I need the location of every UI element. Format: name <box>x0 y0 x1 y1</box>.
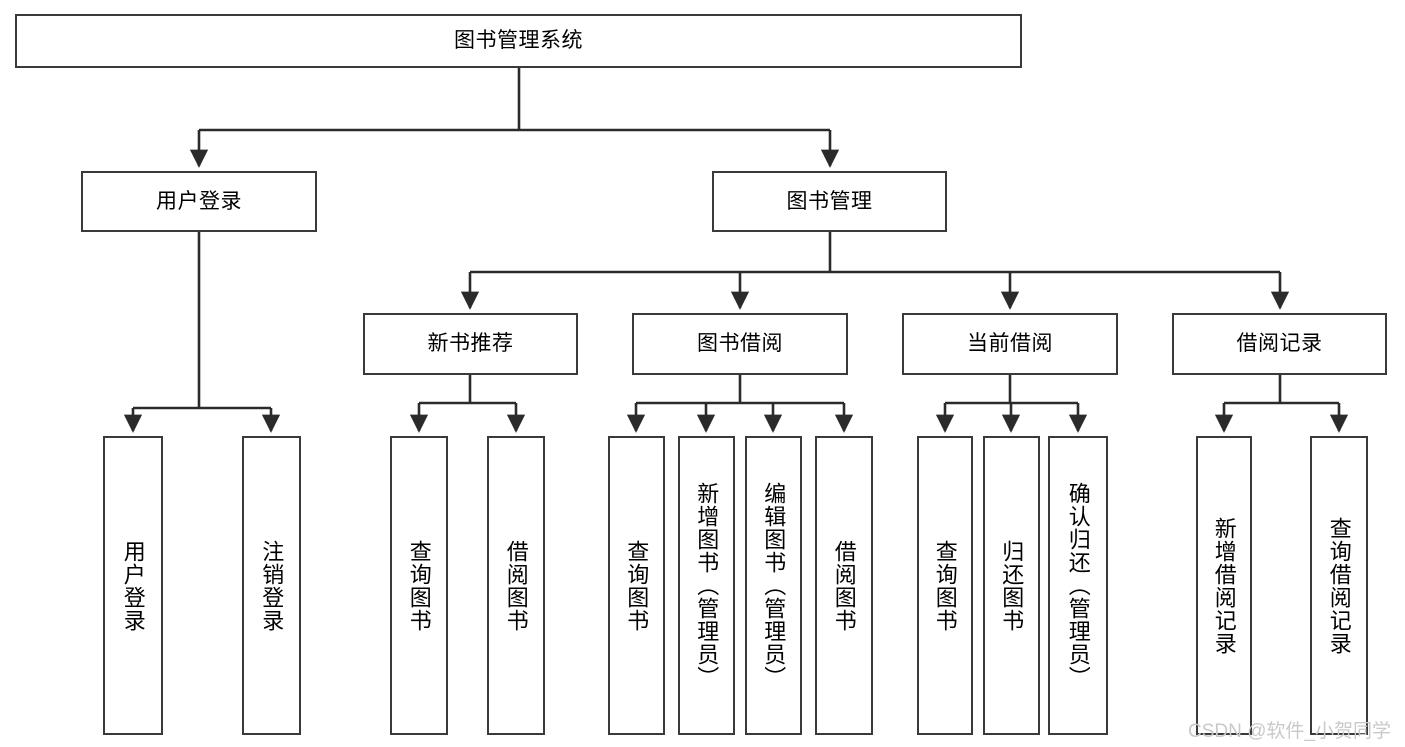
node-leaf-return-book-label: 归还图书 <box>999 539 1025 632</box>
node-root[interactable]: 图书管理系统 <box>15 14 1022 68</box>
node-leaf-query-book-borrow[interactable]: 查询图书 <box>608 436 665 735</box>
node-leaf-user-login[interactable]: 用户登录 <box>103 436 163 735</box>
node-current-borrow-label: 当前借阅 <box>967 332 1053 356</box>
node-leaf-add-record[interactable]: 新增借阅记录 <box>1196 436 1252 735</box>
node-leaf-logout[interactable]: 注销登录 <box>242 436 301 735</box>
node-leaf-confirm-return-label: 确认归还（管理员） <box>1065 482 1091 689</box>
node-leaf-query-book-rec-label: 查询图书 <box>406 539 432 632</box>
csdn-watermark: CSDN @软件_小贺同学 <box>1188 721 1391 742</box>
node-leaf-query-book-cur-label: 查询图书 <box>932 539 958 632</box>
node-borrow-record[interactable]: 借阅记录 <box>1172 313 1387 375</box>
node-leaf-add-book[interactable]: 新增图书（管理员） <box>678 436 735 735</box>
node-current-borrow[interactable]: 当前借阅 <box>902 313 1118 375</box>
node-leaf-query-book-cur[interactable]: 查询图书 <box>917 436 973 735</box>
node-leaf-borrow-book-rec[interactable]: 借阅图书 <box>487 436 545 735</box>
node-leaf-borrow-book-label: 借阅图书 <box>831 539 857 632</box>
node-leaf-borrow-book[interactable]: 借阅图书 <box>815 436 873 735</box>
node-leaf-add-book-label: 新增图书（管理员） <box>694 482 720 689</box>
node-leaf-borrow-book-rec-label: 借阅图书 <box>503 539 529 632</box>
node-leaf-query-book-rec[interactable]: 查询图书 <box>390 436 448 735</box>
node-borrow-record-label: 借阅记录 <box>1236 332 1323 356</box>
node-book-manage[interactable]: 图书管理 <box>712 171 947 232</box>
node-new-book-recommend-label: 新书推荐 <box>427 332 514 356</box>
node-leaf-return-book[interactable]: 归还图书 <box>983 436 1040 735</box>
node-leaf-query-record-label: 查询借阅记录 <box>1326 516 1352 655</box>
node-leaf-add-record-label: 新增借阅记录 <box>1211 516 1237 655</box>
node-user-login[interactable]: 用户登录 <box>81 171 317 232</box>
node-book-borrow[interactable]: 图书借阅 <box>632 313 848 375</box>
node-book-borrow-label: 图书借阅 <box>697 332 783 356</box>
node-leaf-edit-book[interactable]: 编辑图书（管理员） <box>745 436 802 735</box>
node-leaf-query-record[interactable]: 查询借阅记录 <box>1310 436 1368 735</box>
node-user-login-label: 用户登录 <box>156 189 242 213</box>
node-leaf-logout-label: 注销登录 <box>259 539 285 632</box>
node-leaf-edit-book-label: 编辑图书（管理员） <box>761 482 787 689</box>
node-leaf-confirm-return[interactable]: 确认归还（管理员） <box>1048 436 1108 735</box>
node-book-manage-label: 图书管理 <box>786 189 873 213</box>
node-root-label: 图书管理系统 <box>454 29 583 53</box>
node-new-book-recommend[interactable]: 新书推荐 <box>363 313 578 375</box>
node-leaf-query-book-borrow-label: 查询图书 <box>624 539 650 632</box>
node-leaf-user-login-label: 用户登录 <box>120 539 146 632</box>
